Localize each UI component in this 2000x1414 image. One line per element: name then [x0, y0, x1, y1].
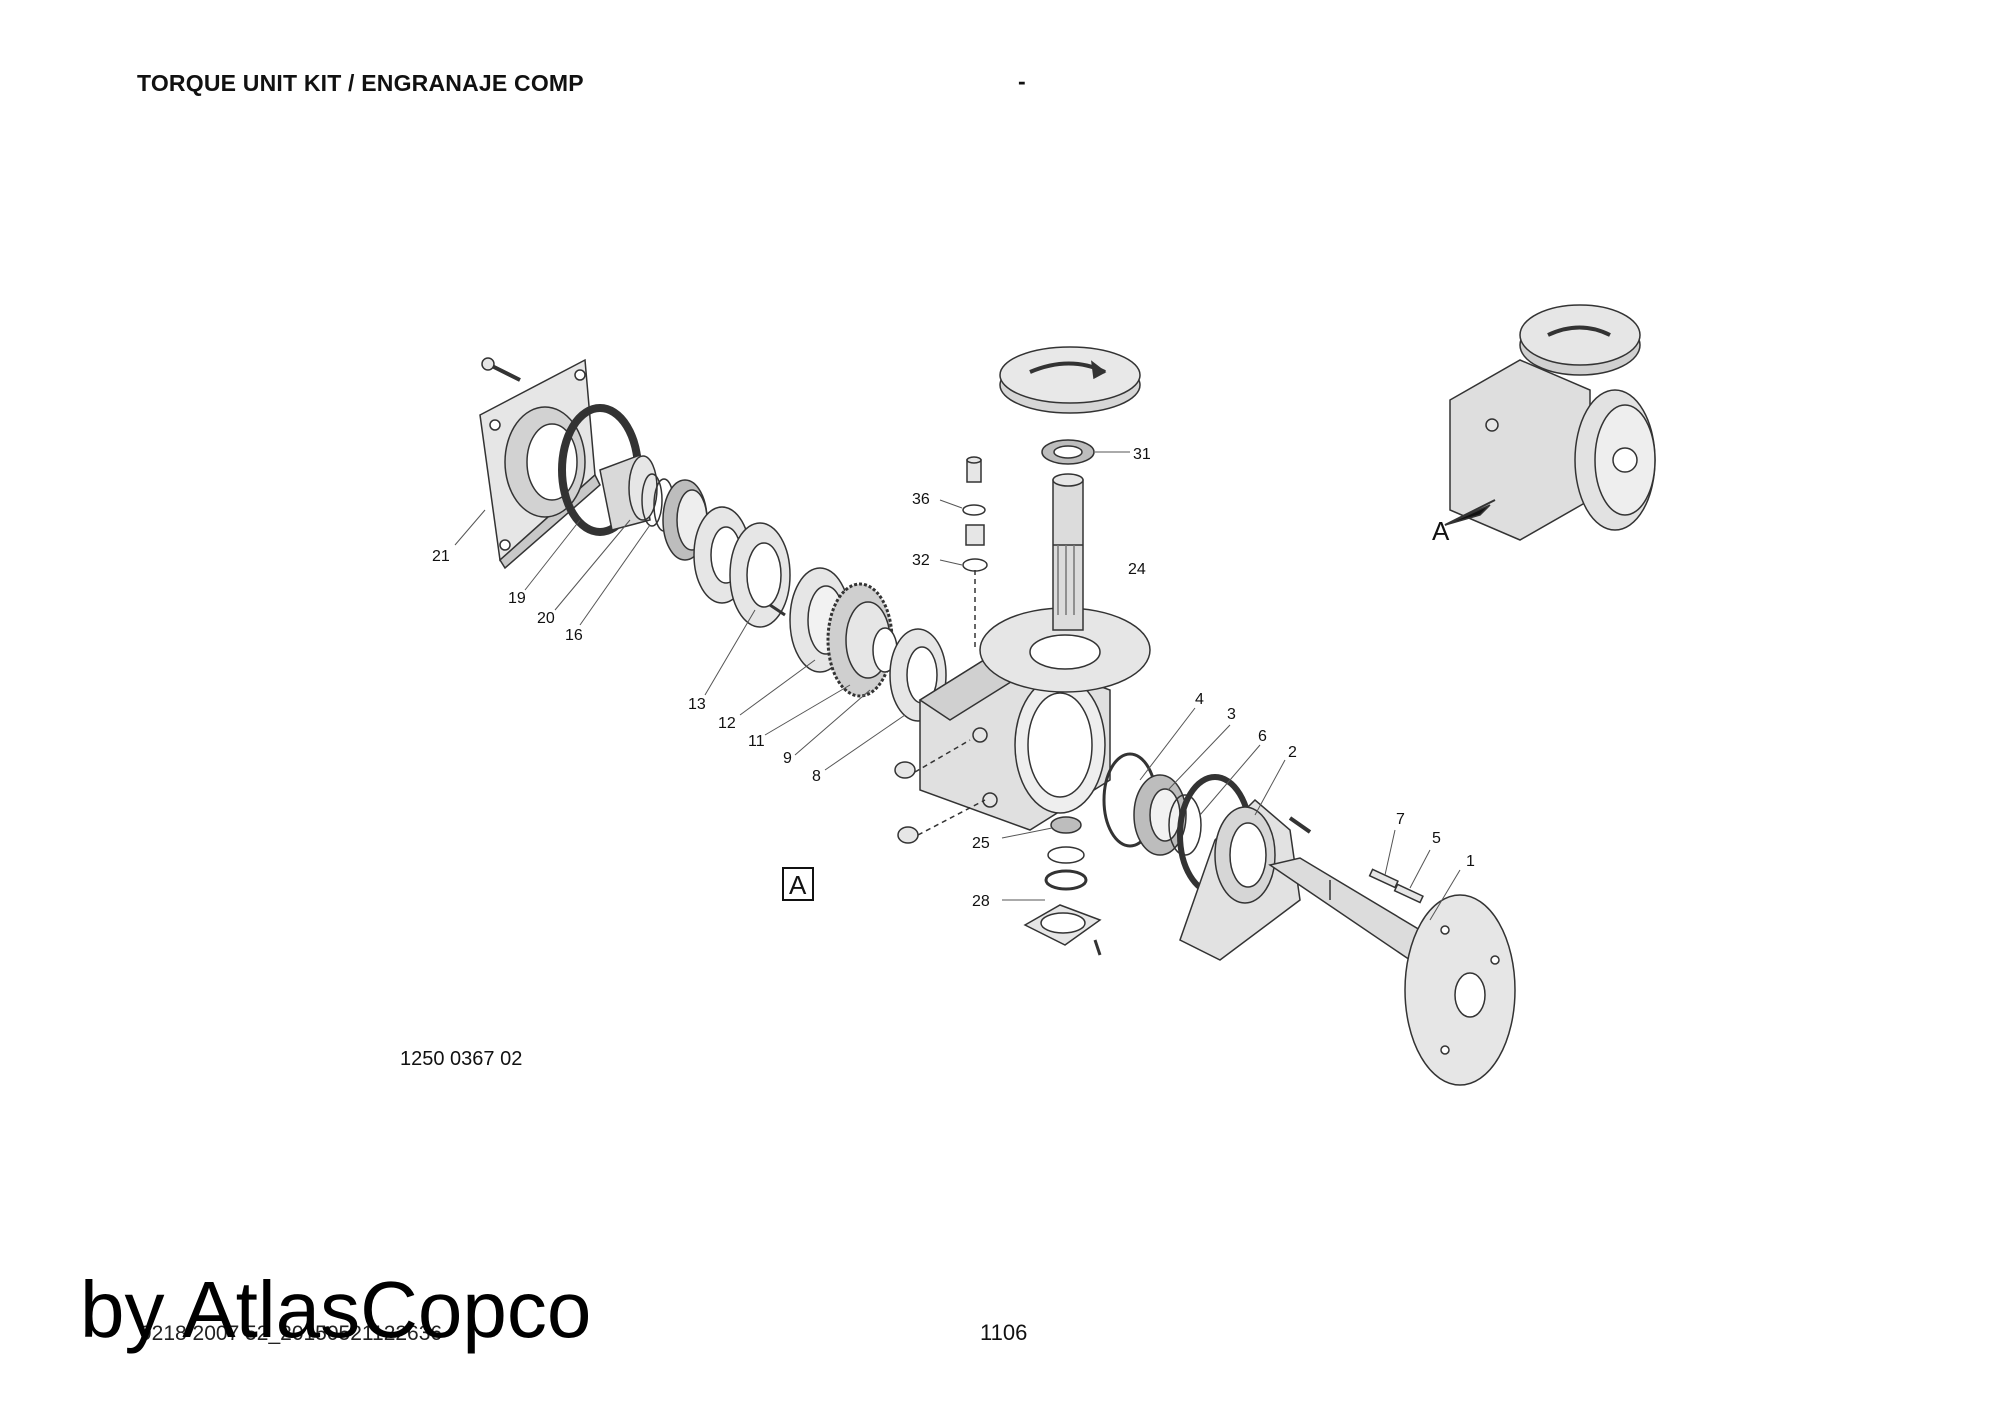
callout-16: 16 [565, 627, 583, 644]
callout-5: 5 [1432, 830, 1441, 847]
inset-assembled-view [1444, 304, 1656, 541]
callout-24: 24 [1128, 561, 1146, 578]
part-28-cover [1023, 904, 1102, 956]
top-rotor-disc [999, 346, 1141, 414]
callout-28: 28 [972, 893, 990, 910]
callout-7: 7 [1396, 811, 1405, 828]
part-2-bracket [1179, 798, 1312, 961]
part-25-rings [1044, 816, 1088, 891]
part-36-plug [962, 456, 986, 516]
view-a-box: A [782, 867, 814, 901]
page-title: TORQUE UNIT KIT / ENGRANAJE COMP [137, 70, 584, 96]
part-3-bearing [1133, 774, 1187, 856]
document-code: 9218 2007 52_20150521122636 [140, 1322, 443, 1345]
callout-4: 4 [1195, 691, 1204, 708]
part-24-shaft [1052, 473, 1084, 631]
callout-6: 6 [1258, 728, 1267, 745]
callout-8: 8 [812, 768, 821, 785]
part-1-output-shaft [1268, 857, 1516, 1086]
callout-12: 12 [718, 715, 736, 732]
callout-2: 2 [1288, 744, 1297, 761]
callout-21: 21 [432, 548, 450, 565]
watermark: by AtlasCopco [80, 1265, 592, 1354]
drain-plugs [894, 739, 986, 844]
callout-20: 20 [537, 610, 555, 627]
svg-text:A: A [789, 870, 807, 900]
callout-32: 32 [912, 552, 930, 569]
callout-numbers: 21 19 20 16 13 12 11 9 8 36 32 31 24 4 3… [432, 446, 1475, 910]
part-12-ring-nut [729, 522, 791, 628]
part-31-seal [1041, 439, 1095, 465]
callout-1: 1 [1466, 853, 1475, 870]
header-dash: - [1018, 68, 1026, 94]
callout-9: 9 [783, 750, 792, 767]
callout-25: 25 [972, 835, 990, 852]
callout-19: 19 [508, 590, 526, 607]
callout-13: 13 [688, 696, 706, 713]
drawing-reference-number: 1250 0367 02 [400, 1048, 523, 1070]
callout-36: 36 [912, 491, 930, 508]
part-20-bushing [599, 453, 658, 531]
view-a-label: A [1432, 516, 1450, 546]
part-7-key [1368, 868, 1399, 889]
part-5-key [1393, 883, 1424, 904]
callout-31: 31 [1133, 446, 1151, 463]
part-32-fitting [962, 524, 988, 650]
callout-3: 3 [1227, 706, 1236, 723]
page-number: 1106 [980, 1320, 1028, 1345]
gearbox-housing [918, 607, 1151, 831]
callout-leader-lines [454, 451, 1461, 921]
part-9-bevel-gear [826, 582, 898, 698]
callout-11: 11 [748, 733, 765, 750]
part-21-flange-cover [479, 357, 601, 570]
